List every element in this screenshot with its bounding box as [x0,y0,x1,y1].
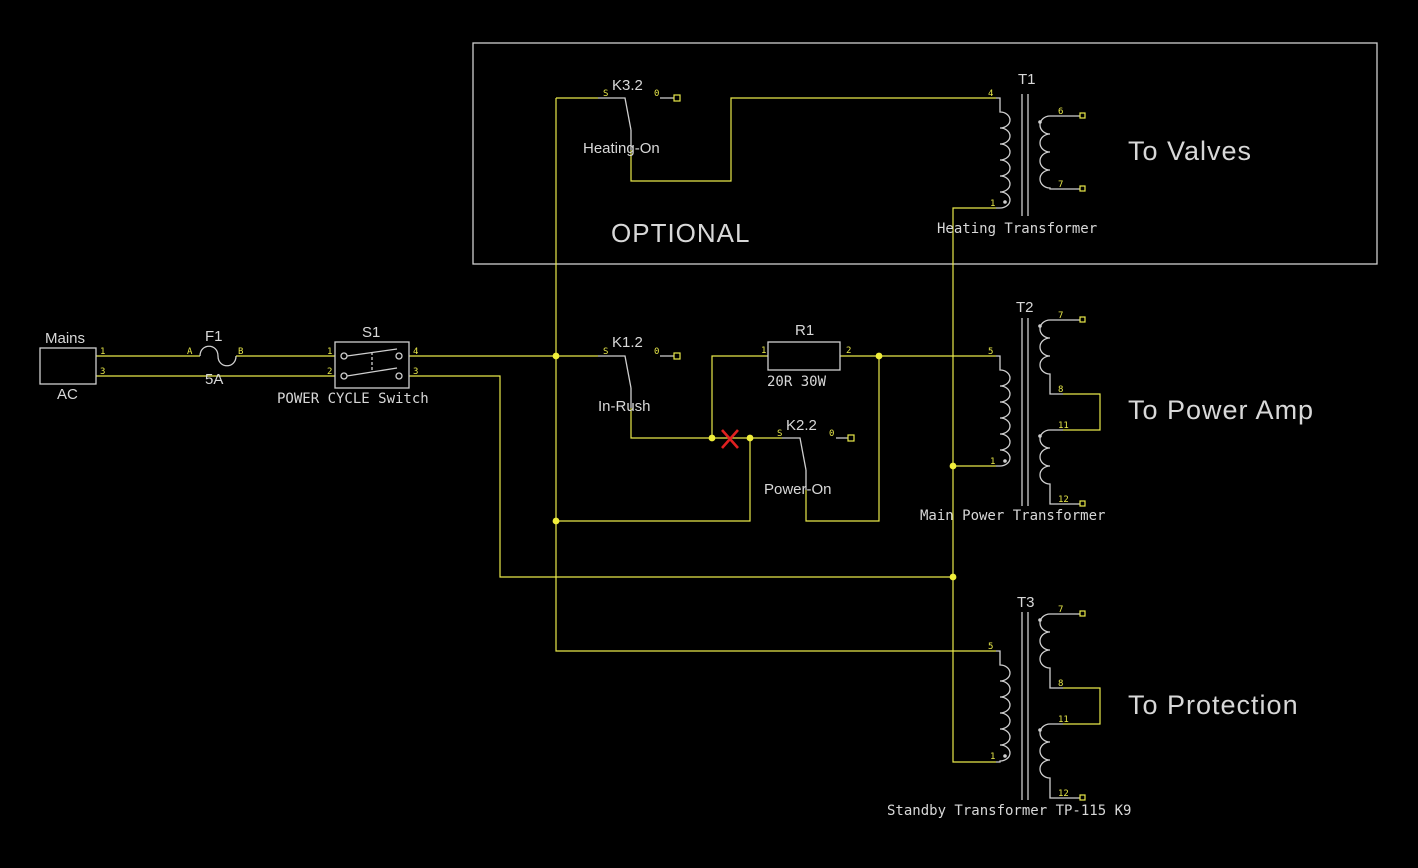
transformer-desc: Heating Transformer [937,221,1097,237]
relay-contact-k32: K3.2 Heating-On S 0 [583,77,681,157]
fuse-f1: F1 5A A B [187,328,243,388]
transformer-t3: T3 Standby Transformer TP-115 K9 5 1 7 8… [887,594,1131,819]
pin-label: S [777,429,782,439]
pin-label: 8 [1058,679,1063,689]
to-power-amp-label: To Power Amp [1128,395,1314,425]
resistor-value: 20R 30W [767,374,827,390]
pin-label: 1 [990,752,995,762]
pin-label: 1 [990,457,995,467]
transformer-t2: T2 Main Power Transformer 5 1 7 8 11 12 [920,299,1105,524]
pin-label: 1 [327,347,332,357]
pin-label: 5 [988,347,993,357]
switch-desc: POWER CYCLE Switch [277,391,429,407]
resistor-label: R1 [795,322,814,339]
pin-label: 1 [761,346,766,356]
pin-label: 0 [654,347,659,357]
pin-label: 12 [1058,789,1069,799]
ac-label: AC [57,386,78,403]
pin-label: 11 [1058,715,1069,725]
mains-connector: Mains AC 1 3 [39,330,105,403]
pin-label: 1 [100,347,105,357]
pin-label: A [187,347,193,357]
to-valves-label: To Valves [1128,136,1252,166]
transformer-t1: T1 Heating Transformer 4 1 6 7 [937,71,1097,237]
pin-label: 2 [846,346,851,356]
pin-label: 4 [413,347,418,357]
pin-label: 3 [413,367,418,377]
pin-label: S [603,347,608,357]
pin-label: 7 [1058,311,1063,321]
relay-label: K2.2 [786,417,817,434]
to-protection-label: To Protection [1128,690,1299,720]
transformer-desc: Standby Transformer TP-115 K9 [887,803,1131,819]
relay-label: K3.2 [612,77,643,94]
fuse-label: F1 [205,328,223,345]
fuse-rating: 5A [205,371,223,388]
optional-label: OPTIONAL [611,218,750,248]
pin-label: B [238,347,243,357]
pin-label: 7 [1058,605,1063,615]
pin-label: 5 [988,642,993,652]
junction-dots [552,352,957,581]
wires [96,97,1101,763]
switch-s1: S1 POWER CYCLE Switch 1 2 4 3 [277,324,429,407]
pin-label: 4 [988,89,993,99]
pin-label: 6 [1058,107,1063,117]
relay-desc: In-Rush [598,398,651,415]
pin-label: 2 [327,367,332,377]
pin-label: 7 [1058,180,1063,190]
relay-label: K1.2 [612,334,643,351]
pin-label: 12 [1058,495,1069,505]
pin-label: 0 [829,429,834,439]
pin-label: 0 [654,89,659,99]
mains-label: Mains [45,330,85,347]
transformer-label: T1 [1018,71,1036,88]
pin-label: 1 [990,199,995,209]
pin-label: 3 [100,367,105,377]
fault-mark [721,429,739,449]
transformer-desc: Main Power Transformer [920,508,1105,524]
relay-contact-k12: K1.2 In-Rush S 0 [598,334,681,415]
transformer-label: T2 [1016,299,1034,316]
optional-box [472,42,1378,265]
switch-label: S1 [362,324,380,341]
relay-contact-k22: K2.2 Power-On S 0 [764,417,855,498]
pin-label: S [603,89,608,99]
relay-desc: Power-On [764,481,832,498]
relay-desc: Heating-On [583,140,660,157]
pin-label: 8 [1058,385,1063,395]
transformer-label: T3 [1017,594,1035,611]
resistor-r1: R1 20R 30W 1 2 [761,322,851,390]
pin-label: 11 [1058,421,1069,431]
